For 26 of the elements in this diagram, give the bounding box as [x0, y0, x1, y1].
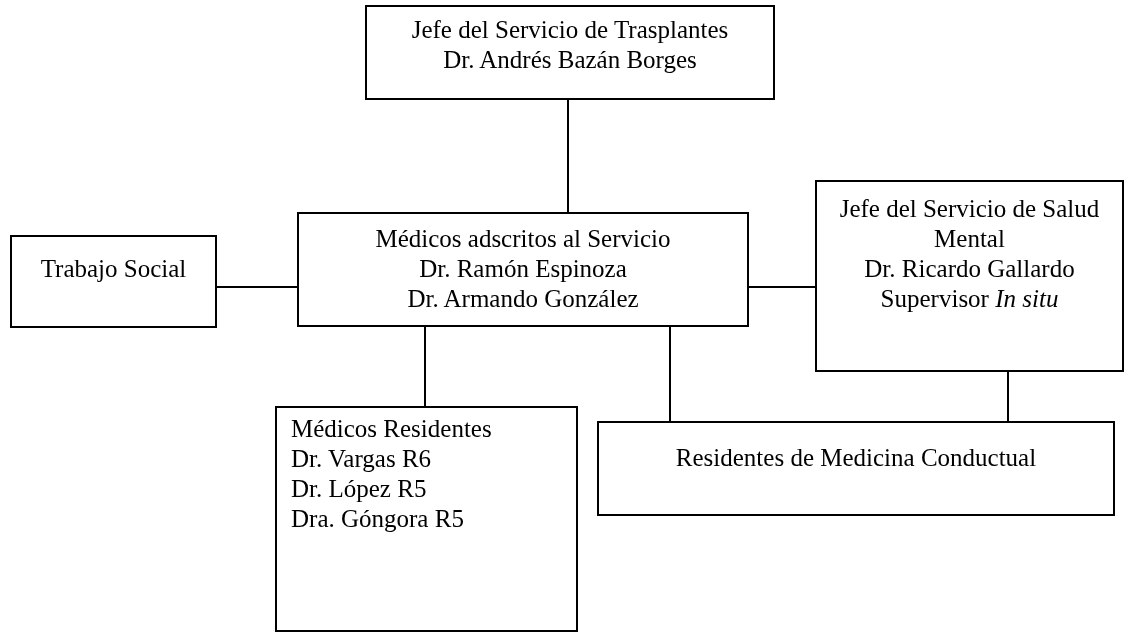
connector-line — [748, 286, 816, 288]
box-text: Dra. Góngora R5 — [291, 504, 464, 534]
org-box — [297, 212, 749, 327]
box-text: Dr. Armando González — [407, 284, 639, 314]
org-box — [275, 406, 578, 632]
box-heading: Médicos Residentes — [291, 414, 492, 444]
connector-line — [669, 326, 671, 422]
org-box — [10, 235, 217, 328]
box-heading: Jefe del Servicio de Trasplantes — [411, 15, 729, 45]
connector-line — [424, 326, 426, 407]
connector-line — [216, 286, 298, 288]
org-box — [365, 5, 775, 100]
org-box — [815, 180, 1124, 372]
box-text: Dr. Andrés Bazán Borges — [443, 45, 697, 75]
box-text: Trabajo Social — [40, 254, 187, 284]
box-heading: Médicos adscritos al Servicio — [375, 224, 671, 254]
box-heading: Jefe del Servicio de Salud Mental — [838, 194, 1101, 254]
box-text: Residentes de Medicina Conductual — [675, 443, 1037, 473]
connector-line — [567, 99, 569, 213]
connector-line — [1007, 371, 1009, 422]
box-text: Dr. Ricardo Gallardo — [864, 254, 1075, 284]
box-text: Dr. Vargas R6 — [291, 444, 432, 474]
box-text: Supervisor In situ — [880, 284, 1059, 314]
org-box — [597, 421, 1115, 516]
box-text: Dr. Ramón Espinoza — [419, 254, 627, 284]
box-text: Dr. López R5 — [291, 474, 427, 504]
